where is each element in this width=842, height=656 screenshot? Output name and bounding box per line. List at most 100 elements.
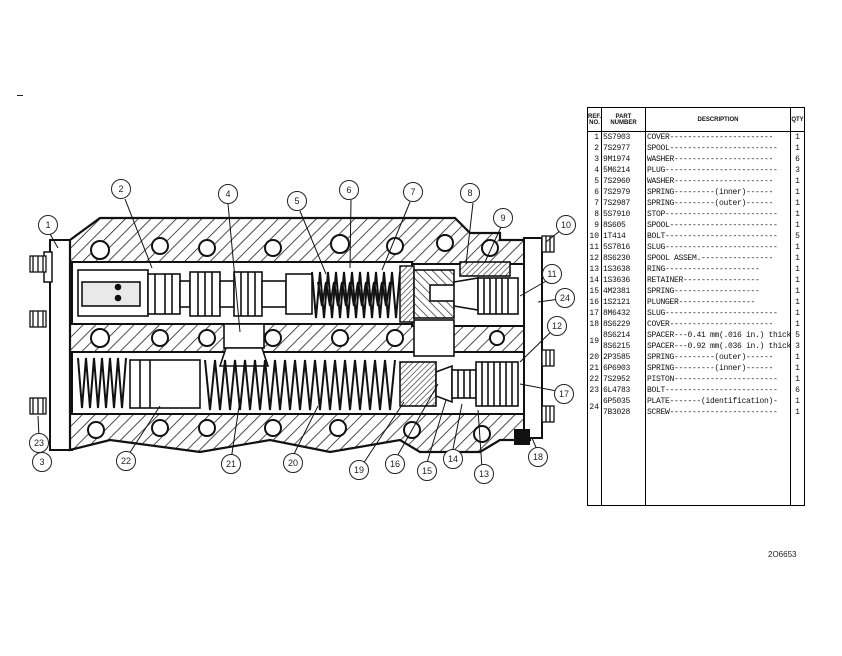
row-qty: 1 bbox=[795, 210, 800, 219]
row-qty: 1 bbox=[795, 177, 800, 186]
row-ref: 3 bbox=[588, 154, 602, 165]
row-description: SPOOL------------------------ bbox=[646, 220, 791, 231]
row-part-number: 8S605 bbox=[602, 220, 646, 231]
row-description: SPRING------------------- bbox=[646, 286, 791, 297]
row-part-number: 5M6214 bbox=[602, 165, 646, 176]
row-description: SLUG------------------------- bbox=[646, 308, 791, 319]
callout-18: 18 bbox=[533, 452, 543, 462]
row-qty: 1 bbox=[795, 276, 800, 285]
row-description: STOP------------------------- bbox=[646, 209, 791, 220]
stop-part bbox=[399, 265, 415, 323]
callout-6: 6 bbox=[346, 185, 351, 195]
row-part-number: 8M6432 bbox=[602, 308, 646, 319]
callout-11: 11 bbox=[547, 269, 556, 279]
row-description: COVER----------------------- bbox=[646, 132, 791, 143]
row-part-number: 1S3638 bbox=[602, 264, 646, 275]
row-part-number: 7S2979 bbox=[602, 187, 646, 198]
row-description: WASHER---------------------- bbox=[646, 176, 791, 187]
header-ref-no: REF. NO. bbox=[588, 108, 602, 131]
row-qty: 1 bbox=[795, 199, 800, 208]
row-ref: 9 bbox=[588, 220, 602, 231]
row-ref: 10 bbox=[588, 231, 602, 242]
row-qty: 3 bbox=[795, 166, 800, 175]
callout-13: 13 bbox=[479, 469, 489, 479]
callout-21: 21 bbox=[226, 459, 236, 469]
row-part-number: 5S7903 bbox=[602, 132, 646, 143]
row-qty: 1 bbox=[795, 298, 800, 307]
row-description: SPOOL ASSEM.---------------- bbox=[646, 253, 791, 264]
row-description: WASHER---------------------- bbox=[646, 154, 791, 165]
table-header: REF. NO. PART NUMBER DESCRIPTION QTY bbox=[588, 108, 804, 132]
row-part-number: 7B3028 bbox=[602, 407, 646, 418]
row-qty: 1 bbox=[795, 309, 800, 318]
callout-12: 12 bbox=[552, 321, 562, 331]
row-qty: 1 bbox=[795, 364, 800, 373]
merged-ref-cell: 19 bbox=[588, 330, 602, 352]
row-qty: 5 bbox=[795, 232, 800, 241]
callout-14: 14 bbox=[448, 454, 458, 464]
row-qty: 1 bbox=[795, 397, 800, 406]
row-description: SPRING---------(outer)------ bbox=[646, 198, 791, 209]
row-part-number: 6P6903 bbox=[602, 363, 646, 374]
row-description: SCREW------------------------ bbox=[646, 407, 791, 418]
row-ref: 22 bbox=[588, 374, 602, 385]
row-part-number: 7S2977 bbox=[602, 143, 646, 154]
row-part-number: 7S2987 bbox=[602, 198, 646, 209]
callout-2: 2 bbox=[118, 184, 123, 194]
callout-22: 22 bbox=[121, 456, 131, 466]
callout-5: 5 bbox=[294, 196, 299, 206]
row-description: SPRING---------(outer)------ bbox=[646, 352, 791, 363]
row-ref: 14 bbox=[588, 275, 602, 286]
row-ref: 5 bbox=[588, 176, 602, 187]
row-qty: 1 bbox=[795, 243, 800, 252]
row-part-number: 6L4783 bbox=[602, 385, 646, 396]
row-ref: 12 bbox=[588, 253, 602, 264]
row-description: BOLT------------------------- bbox=[646, 385, 791, 396]
row-description: SLUG------------------------- bbox=[646, 242, 791, 253]
row-ref: 18 bbox=[588, 319, 602, 330]
row-ref: 7 bbox=[588, 198, 602, 209]
left-cover bbox=[43, 239, 73, 451]
callout-9: 9 bbox=[500, 213, 505, 223]
row-ref: 17 bbox=[588, 308, 602, 319]
row-description: RING--------------------- bbox=[646, 264, 791, 275]
row-description: RETAINER----------------- bbox=[646, 275, 791, 286]
row-part-number: 7S2960 bbox=[602, 176, 646, 187]
row-qty: 1 bbox=[795, 353, 800, 362]
row-ref: 2 bbox=[588, 143, 602, 154]
row-part-number: 6P5035 bbox=[602, 396, 646, 407]
row-qty: 1 bbox=[795, 254, 800, 263]
row-part-number: 8S6214 bbox=[602, 330, 646, 341]
row-qty: 5 bbox=[795, 331, 800, 340]
row-ref: 16 bbox=[588, 297, 602, 308]
row-description: PLUG------------------------- bbox=[646, 165, 791, 176]
upper-springs bbox=[311, 271, 401, 319]
right-upper-spool bbox=[413, 261, 519, 319]
callout-15: 15 bbox=[422, 466, 432, 476]
figure-number: 2O6653 bbox=[768, 550, 797, 559]
row-part-number: 1S3636 bbox=[602, 275, 646, 286]
row-ref: 6 bbox=[588, 187, 602, 198]
row-qty: 1 bbox=[795, 320, 800, 329]
row-description: COVER----------------------- bbox=[646, 319, 791, 330]
row-description: BOLT------------------------- bbox=[646, 231, 791, 242]
callout-8: 8 bbox=[467, 188, 472, 198]
header-part-number: PART NUMBER bbox=[602, 108, 646, 131]
stray-mark bbox=[17, 95, 23, 96]
center-plug bbox=[218, 323, 270, 367]
row-part-number: 9M1974 bbox=[602, 154, 646, 165]
